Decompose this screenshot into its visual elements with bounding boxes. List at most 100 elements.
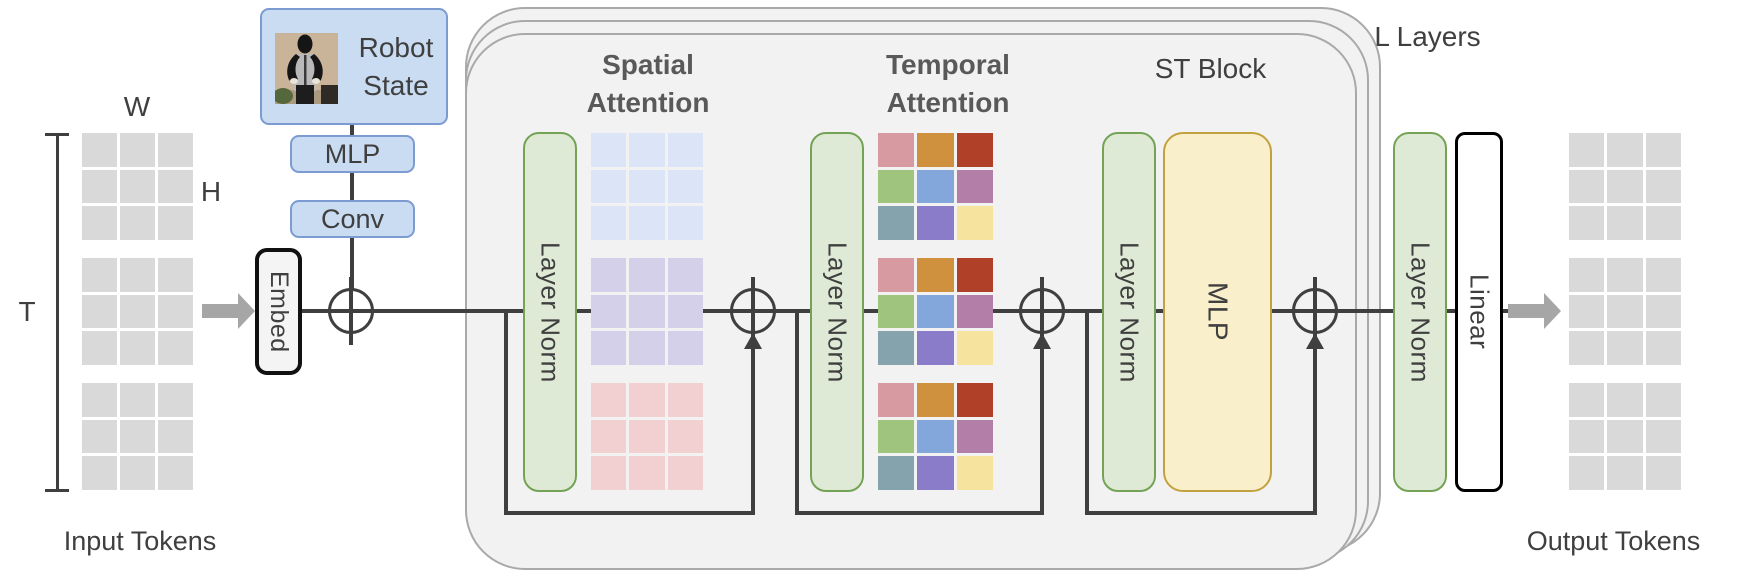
token-cell xyxy=(120,133,155,167)
token-cell xyxy=(1569,456,1605,490)
token-cell xyxy=(1645,206,1681,240)
token-cell xyxy=(120,331,155,365)
robot-conv-label: Conv xyxy=(320,203,385,234)
t-bracket-bottom-cap xyxy=(45,489,69,492)
robot-mlp-label: MLP xyxy=(324,138,381,169)
spatial-attention-grid-2 xyxy=(591,258,703,365)
t-bracket-top-cap xyxy=(45,133,69,136)
layer-norm-box-1: Layer Norm xyxy=(523,132,577,492)
token-cell xyxy=(878,456,915,490)
token-cell xyxy=(629,456,665,490)
token-cell xyxy=(1607,294,1643,329)
token-cell xyxy=(956,258,993,292)
t-bracket-line xyxy=(56,133,59,491)
token-cell xyxy=(667,258,703,292)
token-cell xyxy=(1645,331,1681,365)
mlp-block-box: MLP xyxy=(1163,132,1272,492)
token-cell xyxy=(667,294,703,329)
token-cell xyxy=(1645,133,1681,167)
token-cell xyxy=(591,258,627,292)
token-cell xyxy=(158,169,193,204)
token-cell xyxy=(591,206,627,240)
token-cell xyxy=(917,133,954,167)
time-label: T xyxy=(18,296,36,327)
layer-norm-box-final: Layer Norm xyxy=(1393,132,1447,492)
temporal-attention-grid-1 xyxy=(878,133,993,240)
token-cell xyxy=(878,169,915,204)
token-cell xyxy=(82,419,117,454)
token-cell xyxy=(1645,258,1681,292)
token-cell xyxy=(917,294,954,329)
embed-label: Embed xyxy=(265,270,293,353)
robot-mlp-box: MLP xyxy=(290,135,415,173)
token-cell xyxy=(629,206,665,240)
token-cell xyxy=(1569,331,1605,365)
token-cell xyxy=(1569,258,1605,292)
st-block-label: ST Block xyxy=(1154,53,1267,84)
token-cell xyxy=(956,419,993,454)
token-cell xyxy=(120,169,155,204)
token-cell xyxy=(878,419,915,454)
token-cell xyxy=(1607,133,1643,167)
token-cell xyxy=(82,383,117,417)
token-cell xyxy=(956,331,993,365)
token-cell xyxy=(591,133,627,167)
token-cell xyxy=(878,258,915,292)
token-cell xyxy=(1607,383,1643,417)
token-cell xyxy=(667,169,703,204)
layer-norm-box-2: Layer Norm xyxy=(810,132,864,492)
skip-c-bottom-line xyxy=(1085,511,1317,515)
token-cell xyxy=(1569,169,1605,204)
token-cell xyxy=(667,456,703,490)
token-cell xyxy=(1569,383,1605,417)
token-cell xyxy=(878,331,915,365)
spatial-attention-grid-3 xyxy=(591,383,703,490)
token-cell xyxy=(956,456,993,490)
token-cell xyxy=(158,331,193,365)
input-tokens-caption: Input Tokens xyxy=(63,526,217,556)
token-cell xyxy=(629,419,665,454)
token-cell xyxy=(917,419,954,454)
token-cell xyxy=(591,331,627,365)
token-cell xyxy=(956,206,993,240)
token-cell xyxy=(1645,383,1681,417)
token-cell xyxy=(120,456,155,490)
skip-a-up-line xyxy=(751,348,755,514)
temporal-residual-oplus-icon xyxy=(1019,277,1065,345)
token-cell xyxy=(158,294,193,329)
token-cell xyxy=(120,294,155,329)
token-cell xyxy=(82,169,117,204)
token-cell xyxy=(667,383,703,417)
token-cell xyxy=(629,258,665,292)
robot-conv-box: Conv xyxy=(290,200,415,238)
output-token-grid-3 xyxy=(1569,383,1681,490)
layer-norm-box-3: Layer Norm xyxy=(1102,132,1156,492)
token-cell xyxy=(591,419,627,454)
token-cell xyxy=(1607,456,1643,490)
token-cell xyxy=(1645,294,1681,329)
output-tokens-caption: Output Tokens xyxy=(1526,526,1701,556)
l-layers-label: L Layers xyxy=(1374,21,1481,52)
token-cell xyxy=(878,383,915,417)
skip-a-bottom-line xyxy=(504,511,755,515)
token-cell xyxy=(629,294,665,329)
token-cell xyxy=(629,133,665,167)
temporal-attention-grid-3 xyxy=(878,383,993,490)
token-cell xyxy=(158,206,193,240)
token-cell xyxy=(120,383,155,417)
token-cell xyxy=(120,419,155,454)
output-arrowhead-icon xyxy=(1544,293,1561,329)
token-cell xyxy=(1645,456,1681,490)
embed-box: Embed xyxy=(255,248,302,375)
mlp-block-label: MLP xyxy=(1202,282,1234,342)
skip-b-up-line xyxy=(1040,348,1044,514)
token-cell xyxy=(1645,169,1681,204)
token-cell xyxy=(591,456,627,490)
skip-a-down-line xyxy=(504,311,508,513)
input-arrow-icon xyxy=(202,304,238,318)
token-cell xyxy=(956,294,993,329)
token-cell xyxy=(917,169,954,204)
token-cell xyxy=(667,331,703,365)
token-cell xyxy=(158,383,193,417)
token-cell xyxy=(591,383,627,417)
